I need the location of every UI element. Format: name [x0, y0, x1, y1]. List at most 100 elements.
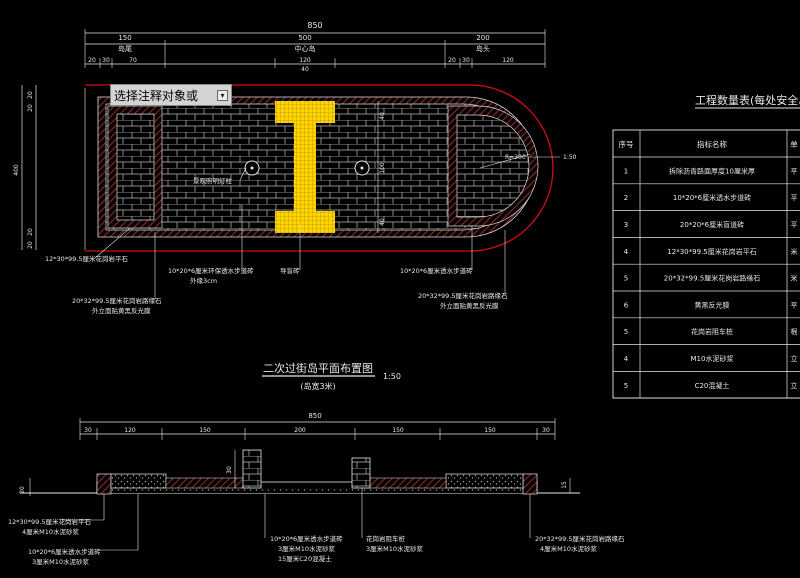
table-cell-unit: 米 — [791, 247, 798, 256]
elev-note: 3厘米M10水泥砂浆 — [278, 544, 336, 553]
drawing-subtitle: (岛宽3米) — [300, 381, 335, 391]
table-cell-no: 4 — [624, 355, 629, 363]
table-cell-name: 12*30*99.5厘米花岗岩平石 — [667, 247, 756, 256]
table-cell-unit: 根 — [791, 327, 798, 336]
curb-inner-left — [165, 477, 247, 489]
dim-label-segment: 200 — [476, 34, 489, 42]
drawing-scale: 1:50 — [383, 372, 401, 381]
elev-note: 12*30*99.5厘米花岗岩平石 — [8, 517, 92, 526]
elev-note: 4厘米M10水泥砂浆 — [540, 544, 598, 553]
leader-line — [62, 494, 105, 521]
dim-label-sub: 20 — [448, 57, 456, 64]
curb-inner-right — [365, 477, 447, 489]
elev-height-tag: 30 — [226, 466, 233, 474]
table-cell-name: 拆除沥青路面厚度10厘米厚 — [669, 166, 755, 175]
dim-label-vertical: 20 — [27, 91, 34, 99]
leader-line — [239, 167, 247, 181]
table-cell-no: 4 — [624, 248, 629, 256]
annotation-select-prompt[interactable]: 选择注释对象或 ▾ — [110, 84, 232, 106]
planter-left-inner — [116, 113, 155, 221]
plan-note: 外缘3cm — [190, 276, 217, 285]
elev-note: 3厘米M10水泥砂浆 — [366, 544, 424, 553]
segment-name: 中心岛 — [295, 44, 316, 53]
table-cell-unit: 米 — [791, 274, 798, 283]
table-cell-name: M10水泥砂浆 — [691, 354, 734, 363]
table-cell-no: 6 — [624, 301, 629, 309]
leader-line — [100, 494, 139, 551]
elev-note: 花岗岩阻车桩 — [366, 534, 406, 543]
table-cell-no: 5 — [624, 328, 628, 336]
plan-note: 外立面贴黄黑反光膜 — [440, 301, 499, 310]
chevron-down-icon[interactable]: ▾ — [217, 90, 228, 101]
elev-note: 4厘米M10水泥砂浆 — [22, 527, 80, 536]
dim-label-sub: 30 — [102, 57, 110, 64]
table-cell-no: 5 — [624, 382, 628, 390]
elev-dim: 30 — [542, 427, 550, 434]
drawing-title-block: 二次过街岛平面布置图 1:50 (岛宽3米) — [262, 361, 401, 391]
elev-dim: 150 — [392, 427, 404, 434]
table-cell-name: 10*20*6厘米透水步道砖 — [673, 193, 751, 202]
elev-dim: 200 — [294, 427, 306, 434]
segment-name: 岛头 — [476, 44, 490, 53]
table-cell-unit: 平 — [791, 221, 798, 229]
scale-tag: 1:50 — [563, 154, 577, 161]
table-cell-unit: 平 — [791, 194, 798, 202]
dim-label-vertical: 40 — [379, 112, 386, 120]
radius-label: R=200 — [505, 154, 526, 161]
dim-label-sub: 120 — [299, 57, 311, 64]
tooltip-label: 选择注释对象或 — [114, 88, 199, 103]
dim-label-sub: 30 — [462, 57, 470, 64]
concrete-base — [97, 488, 537, 493]
table-cell-name: C20混凝土 — [695, 381, 730, 390]
table-cell-unit: 平 — [791, 167, 798, 175]
dim-label-segment: 150 — [118, 34, 131, 42]
plan-note: 20*32*99.5厘米花岗岩路缘石 — [418, 291, 508, 300]
lamp-post-center — [360, 166, 364, 170]
elevation-view: 850 30 120 150 200 150 150 30 20 30 15 — [8, 412, 625, 566]
table-cell-name: 20*32*99.5厘米花岗岩路缘石 — [664, 274, 760, 283]
table-cell-no: 2 — [624, 194, 628, 202]
table-header: 序号 — [619, 139, 634, 149]
dim-label-sub: 120 — [502, 57, 514, 64]
bollard-left — [242, 449, 262, 489]
curb-right — [522, 473, 538, 495]
table-cell-unit: 立 — [791, 381, 798, 390]
table-cell-no: 5 — [624, 275, 628, 283]
table-cell-name: 20*20*6厘米盲道砖 — [680, 220, 744, 229]
dim-label-vertical: 100 — [379, 162, 386, 174]
elev-dim: 120 — [124, 427, 136, 434]
dim-extension-lines — [84, 29, 546, 68]
plan-note: 景观照明灯柱 — [193, 176, 233, 185]
table-cell-unit: 平 — [791, 301, 798, 309]
table-title: 工程数量表(每处安全岛) — [695, 93, 800, 107]
dim-label-sub: 40 — [301, 66, 309, 73]
elev-dim-total: 850 — [308, 412, 321, 420]
dim-label-segment: 500 — [298, 34, 311, 42]
drawing-title: 二次过街岛平面布置图 — [263, 361, 373, 375]
dim-label-vertical: 400 — [13, 164, 20, 176]
elev-note: 20*32*99.5厘米花岗岩路缘石 — [535, 534, 625, 543]
table-cell-name: 花岗岩阻车桩 — [691, 327, 733, 336]
plan-note: 10*20*6厘米环保透水步道砖 — [168, 266, 254, 275]
quantity-table: 工程数量表(每处安全岛) 1拆除沥青路面厚度10厘米厚平210*20*6厘米透水… — [612, 93, 800, 399]
dim-label-sub: 20 — [88, 57, 96, 64]
table-cell-no: 1 — [624, 167, 628, 175]
plan-note: 10*20*6厘米透水步道砖 — [400, 266, 473, 275]
table-header: 单 — [790, 139, 798, 149]
elev-dim: 150 — [484, 427, 496, 434]
table-cell-name: 黄黑反光膜 — [695, 300, 730, 309]
elev-note: 3厘米M10水泥砂浆 — [32, 557, 90, 566]
planter-section-right — [445, 473, 524, 489]
curb-left — [96, 473, 112, 495]
leader-line — [94, 227, 131, 259]
tactile-paving-top — [275, 101, 335, 123]
tactile-paving-bottom — [275, 211, 335, 233]
elev-dim: 150 — [199, 427, 211, 434]
lamp-post-center — [250, 166, 254, 170]
dim-extension-lines — [79, 418, 556, 440]
table-cell-no: 3 — [624, 221, 628, 229]
dim-label-vertical: 20 — [27, 104, 34, 112]
dim-label-vertical: 20 — [27, 241, 34, 249]
radius-leader — [479, 153, 531, 169]
